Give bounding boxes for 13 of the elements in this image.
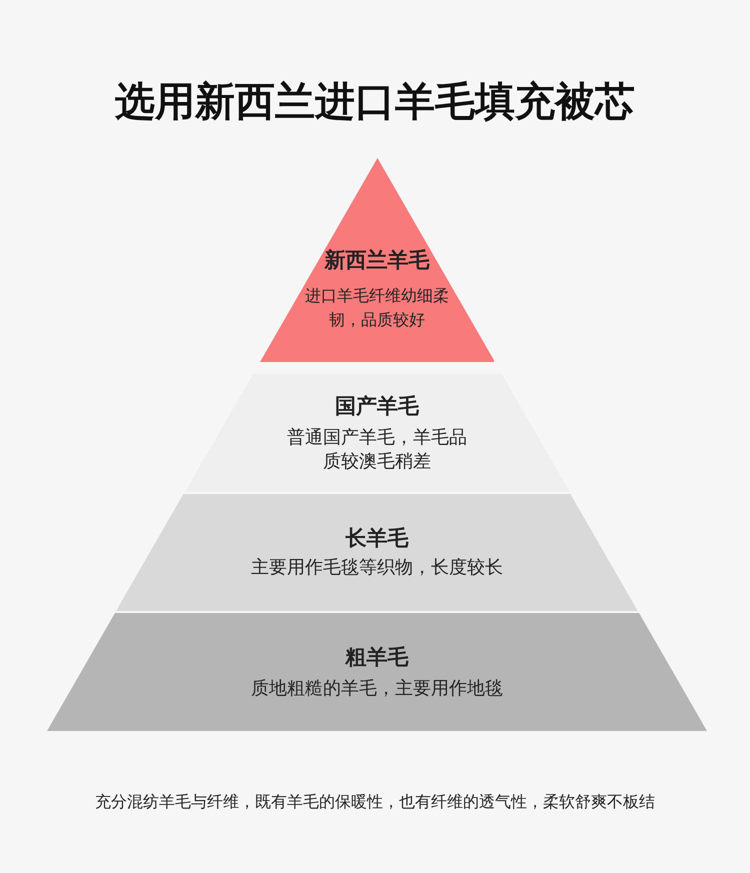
tier-description: 质地粗糙的羊毛，主要用作地毯	[250, 677, 504, 701]
caption: 充分混纺羊毛与纤维，既有羊毛的保暖性，也有纤维的透气性，柔软舒爽不板结	[94, 792, 656, 813]
tier-heading: 新西兰羊毛	[323, 247, 430, 274]
pyramid-tier	[116, 494, 638, 611]
pyramid-apex	[260, 158, 494, 362]
tier-description: 普通国产羊毛，羊毛品质较澳毛稍差	[286, 426, 467, 474]
title: 选用新西兰进口羊毛填充被芯	[114, 78, 636, 127]
tier-heading: 国产羊毛	[334, 393, 420, 420]
pyramid-tier	[47, 613, 707, 731]
tier-description: 主要用作毛毯等织物，长度较长	[250, 556, 504, 580]
tier-heading: 粗羊毛	[344, 644, 410, 671]
tier-heading: 长羊毛	[344, 525, 410, 552]
tier-description: 进口羊毛纤维幼细柔韧，品质较好	[304, 285, 449, 331]
